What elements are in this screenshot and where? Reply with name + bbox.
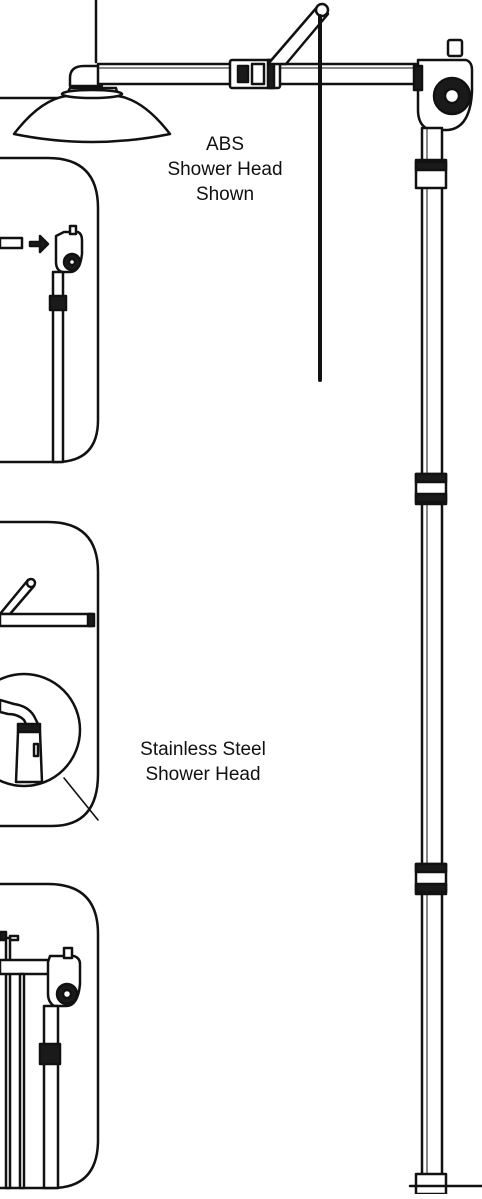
abs-label-line-2: Shower Head [167, 159, 283, 180]
abs-shower-head-label: ABS Shower Head Shown [150, 132, 300, 207]
diagonal-brace [266, 2, 330, 66]
ceiling-outline [0, 0, 98, 100]
valve-assembly [412, 38, 474, 132]
inset-panel-1 [0, 156, 100, 464]
abs-label-line-1: ABS [205, 134, 245, 155]
horizontal-pipe [96, 58, 418, 90]
inset-panel-2 [0, 520, 100, 828]
inset-panel-3 [0, 882, 100, 1190]
ss-label-line-1: Stainless Steel [140, 739, 266, 760]
ss-label-line-2: Shower Head [145, 764, 261, 785]
abs-label-line-3: Shown [195, 184, 255, 205]
stainless-steel-shower-head-label: Stainless Steel Shower Head [108, 737, 298, 787]
callout-leader [63, 777, 99, 821]
vertical-pipe [408, 126, 482, 1196]
